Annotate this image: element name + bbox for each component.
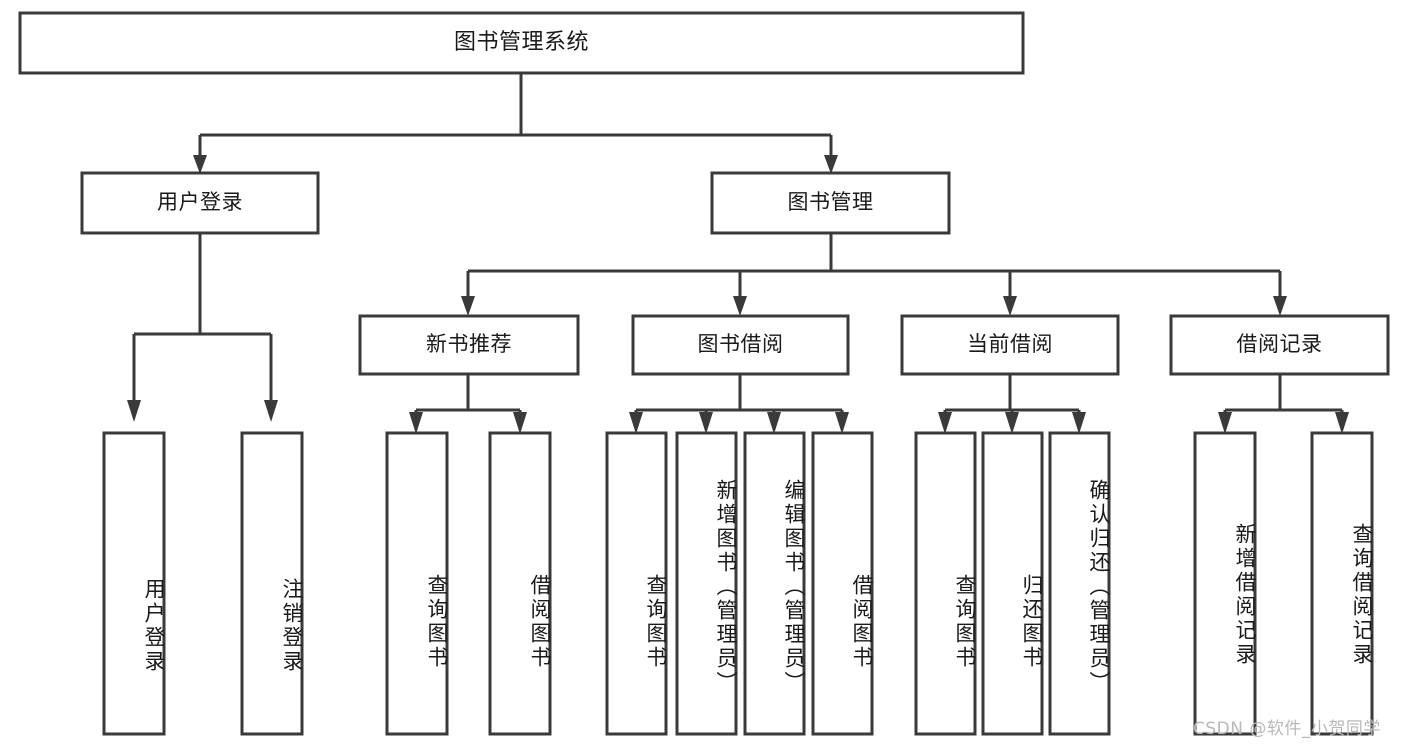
arrowhead-cb-leaf2: [1005, 412, 1019, 434]
node-rect-group: [18, 11, 1390, 736]
node-box-book-management[interactable]: [710, 171, 951, 235]
arrowhead-new-book: [461, 296, 475, 316]
node-box-leaf-current-borrow-2[interactable]: [1048, 431, 1111, 736]
node-box-borrow-record[interactable]: [1169, 314, 1390, 376]
connector-group: [127, 74, 1349, 434]
arrowhead-cb-leaf3: [1072, 412, 1086, 434]
arrowhead-borrow-record: [1273, 296, 1287, 316]
arrowhead-book-borrow: [733, 296, 747, 316]
arrowhead-br-leaf1: [1218, 412, 1232, 434]
node-box-current-borrow[interactable]: [900, 314, 1120, 376]
node-box-book-borrow[interactable]: [631, 314, 850, 376]
arrowhead-leaf-logout: [264, 400, 278, 422]
arrowhead-bb-leaf1: [629, 412, 643, 434]
node-box-leaf-borrow-record-1[interactable]: [1310, 431, 1374, 736]
node-box-leaf-new-book-0[interactable]: [385, 431, 449, 736]
node-box-leaf-book-borrow-2[interactable]: [743, 431, 806, 736]
node-box-new-book-recommend[interactable]: [358, 314, 580, 376]
arrowhead-leaf-user-login: [127, 400, 141, 422]
arrowhead-user-login: [193, 155, 207, 174]
arrowhead-book-mgmt: [824, 155, 838, 174]
arrowhead-nb-leaf2: [513, 412, 527, 434]
arrowhead-cb-leaf1: [938, 412, 952, 434]
node-box-leaf-user-login-0[interactable]: [102, 431, 166, 736]
node-box-leaf-user-login-1[interactable]: [240, 431, 304, 736]
node-box-leaf-new-book-1[interactable]: [488, 431, 552, 736]
node-box-leaf-borrow-record-0[interactable]: [1193, 431, 1257, 736]
node-box-user-login[interactable]: [80, 171, 320, 235]
node-box-leaf-book-borrow-1[interactable]: [675, 431, 738, 736]
arrowhead-bb-leaf4: [835, 412, 849, 434]
arrowhead-current-borrow: [1003, 296, 1017, 316]
node-box-leaf-current-borrow-1[interactable]: [981, 431, 1044, 736]
node-box-root[interactable]: [18, 11, 1025, 75]
arrowhead-bb-leaf2: [699, 412, 713, 434]
node-box-leaf-current-borrow-0[interactable]: [914, 431, 977, 736]
arrowhead-br-leaf2: [1335, 412, 1349, 434]
node-box-leaf-book-borrow-0[interactable]: [605, 431, 668, 736]
arrowhead-nb-leaf1: [409, 412, 423, 434]
arrowhead-bb-leaf3: [767, 412, 781, 434]
node-box-leaf-book-borrow-3[interactable]: [811, 431, 874, 736]
